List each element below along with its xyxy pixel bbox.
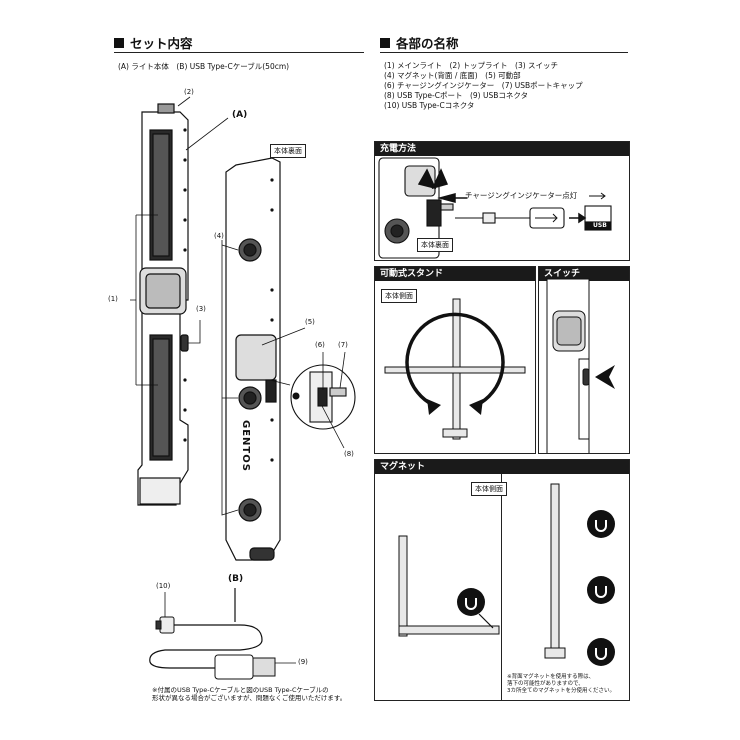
switch-illustration: [546, 278, 615, 453]
switch-title: スイッチ: [539, 267, 629, 281]
label-8: (8): [344, 450, 354, 458]
charging-panel: 充電方法 チャージングインジケーター点灯 本体裏面: [374, 141, 630, 261]
label-5: (5): [305, 318, 315, 326]
magnet-illustration: [398, 483, 615, 666]
divider: [114, 52, 364, 53]
part-names-title: 各部の名称: [396, 36, 459, 51]
stand-panel: 可動式スタンド 本体側面: [374, 266, 536, 454]
label-4: (4): [214, 232, 224, 240]
stand-side-tag: 本体側面: [381, 289, 417, 303]
label-b: (B): [228, 574, 244, 584]
square-bullet-icon: [114, 37, 124, 48]
set-contents-title: セット内容: [130, 36, 193, 51]
label-a: (A): [232, 110, 248, 120]
parts-line: (4) マグネット(背面 / 底面) (5) 可動部: [384, 70, 521, 80]
magnet-divider: [501, 474, 502, 700]
label-7: (7): [338, 341, 348, 349]
switch-panel: スイッチ: [538, 266, 630, 454]
magnet-panel: マグネット 本体側面 ※背面マグネットを使用する際は、 落下の可能性がありますの…: [374, 459, 630, 701]
magnet-title: マグネット: [375, 460, 629, 474]
parts-line: (1) メインライト (2) トップライト (3) スイッチ: [384, 61, 559, 70]
parts-line: (8) USB Type-Cポート (9) USBコネクタ: [384, 90, 529, 100]
label-6: (6): [315, 341, 325, 349]
parts-list: (1) メインライト (2) トップライト (3) スイッチ (4) マグネット…: [384, 61, 583, 110]
magnet-note: ※背面マグネットを使用する際は、 落下の可能性がありますので、 3カ所全てのマグ…: [507, 674, 616, 695]
label-2: (2): [184, 88, 194, 96]
usb-label: USB: [593, 222, 607, 229]
label-9: (9): [298, 658, 308, 666]
parts-line: (10) USB Type-Cコネクタ: [384, 100, 475, 110]
label-10: (10): [156, 582, 171, 590]
charging-back-tag: 本体裏面: [417, 238, 453, 252]
set-contents-list: (A) ライト本体 (B) USB Type-Cケーブル(50cm): [118, 62, 290, 71]
charging-illustration: [378, 157, 612, 259]
section-title-part-names: 各部の名称: [380, 33, 459, 52]
charging-title: 充電方法: [375, 142, 629, 156]
back-side-tag: 本体裏面: [270, 144, 306, 158]
stand-title: 可動式スタンド: [375, 267, 535, 281]
label-3: (3): [196, 305, 206, 313]
charging-indicator-label: チャージングインジケーター点灯: [465, 191, 578, 200]
section-title-set-contents: セット内容: [114, 33, 193, 52]
stand-illustration: [384, 298, 526, 440]
magnet-side-tag: 本体側面: [471, 482, 507, 496]
brand-logo: GENTOS: [240, 420, 251, 472]
divider: [380, 52, 628, 53]
cable-note: ※付属のUSB Type-Cケーブルと図のUSB Type-Cケーブルの 形状が…: [152, 686, 347, 703]
parts-line: (6) チャージングインジケーター (7) USBポートキャップ: [384, 80, 583, 90]
square-bullet-icon: [380, 37, 390, 48]
label-1: (1): [108, 295, 118, 303]
